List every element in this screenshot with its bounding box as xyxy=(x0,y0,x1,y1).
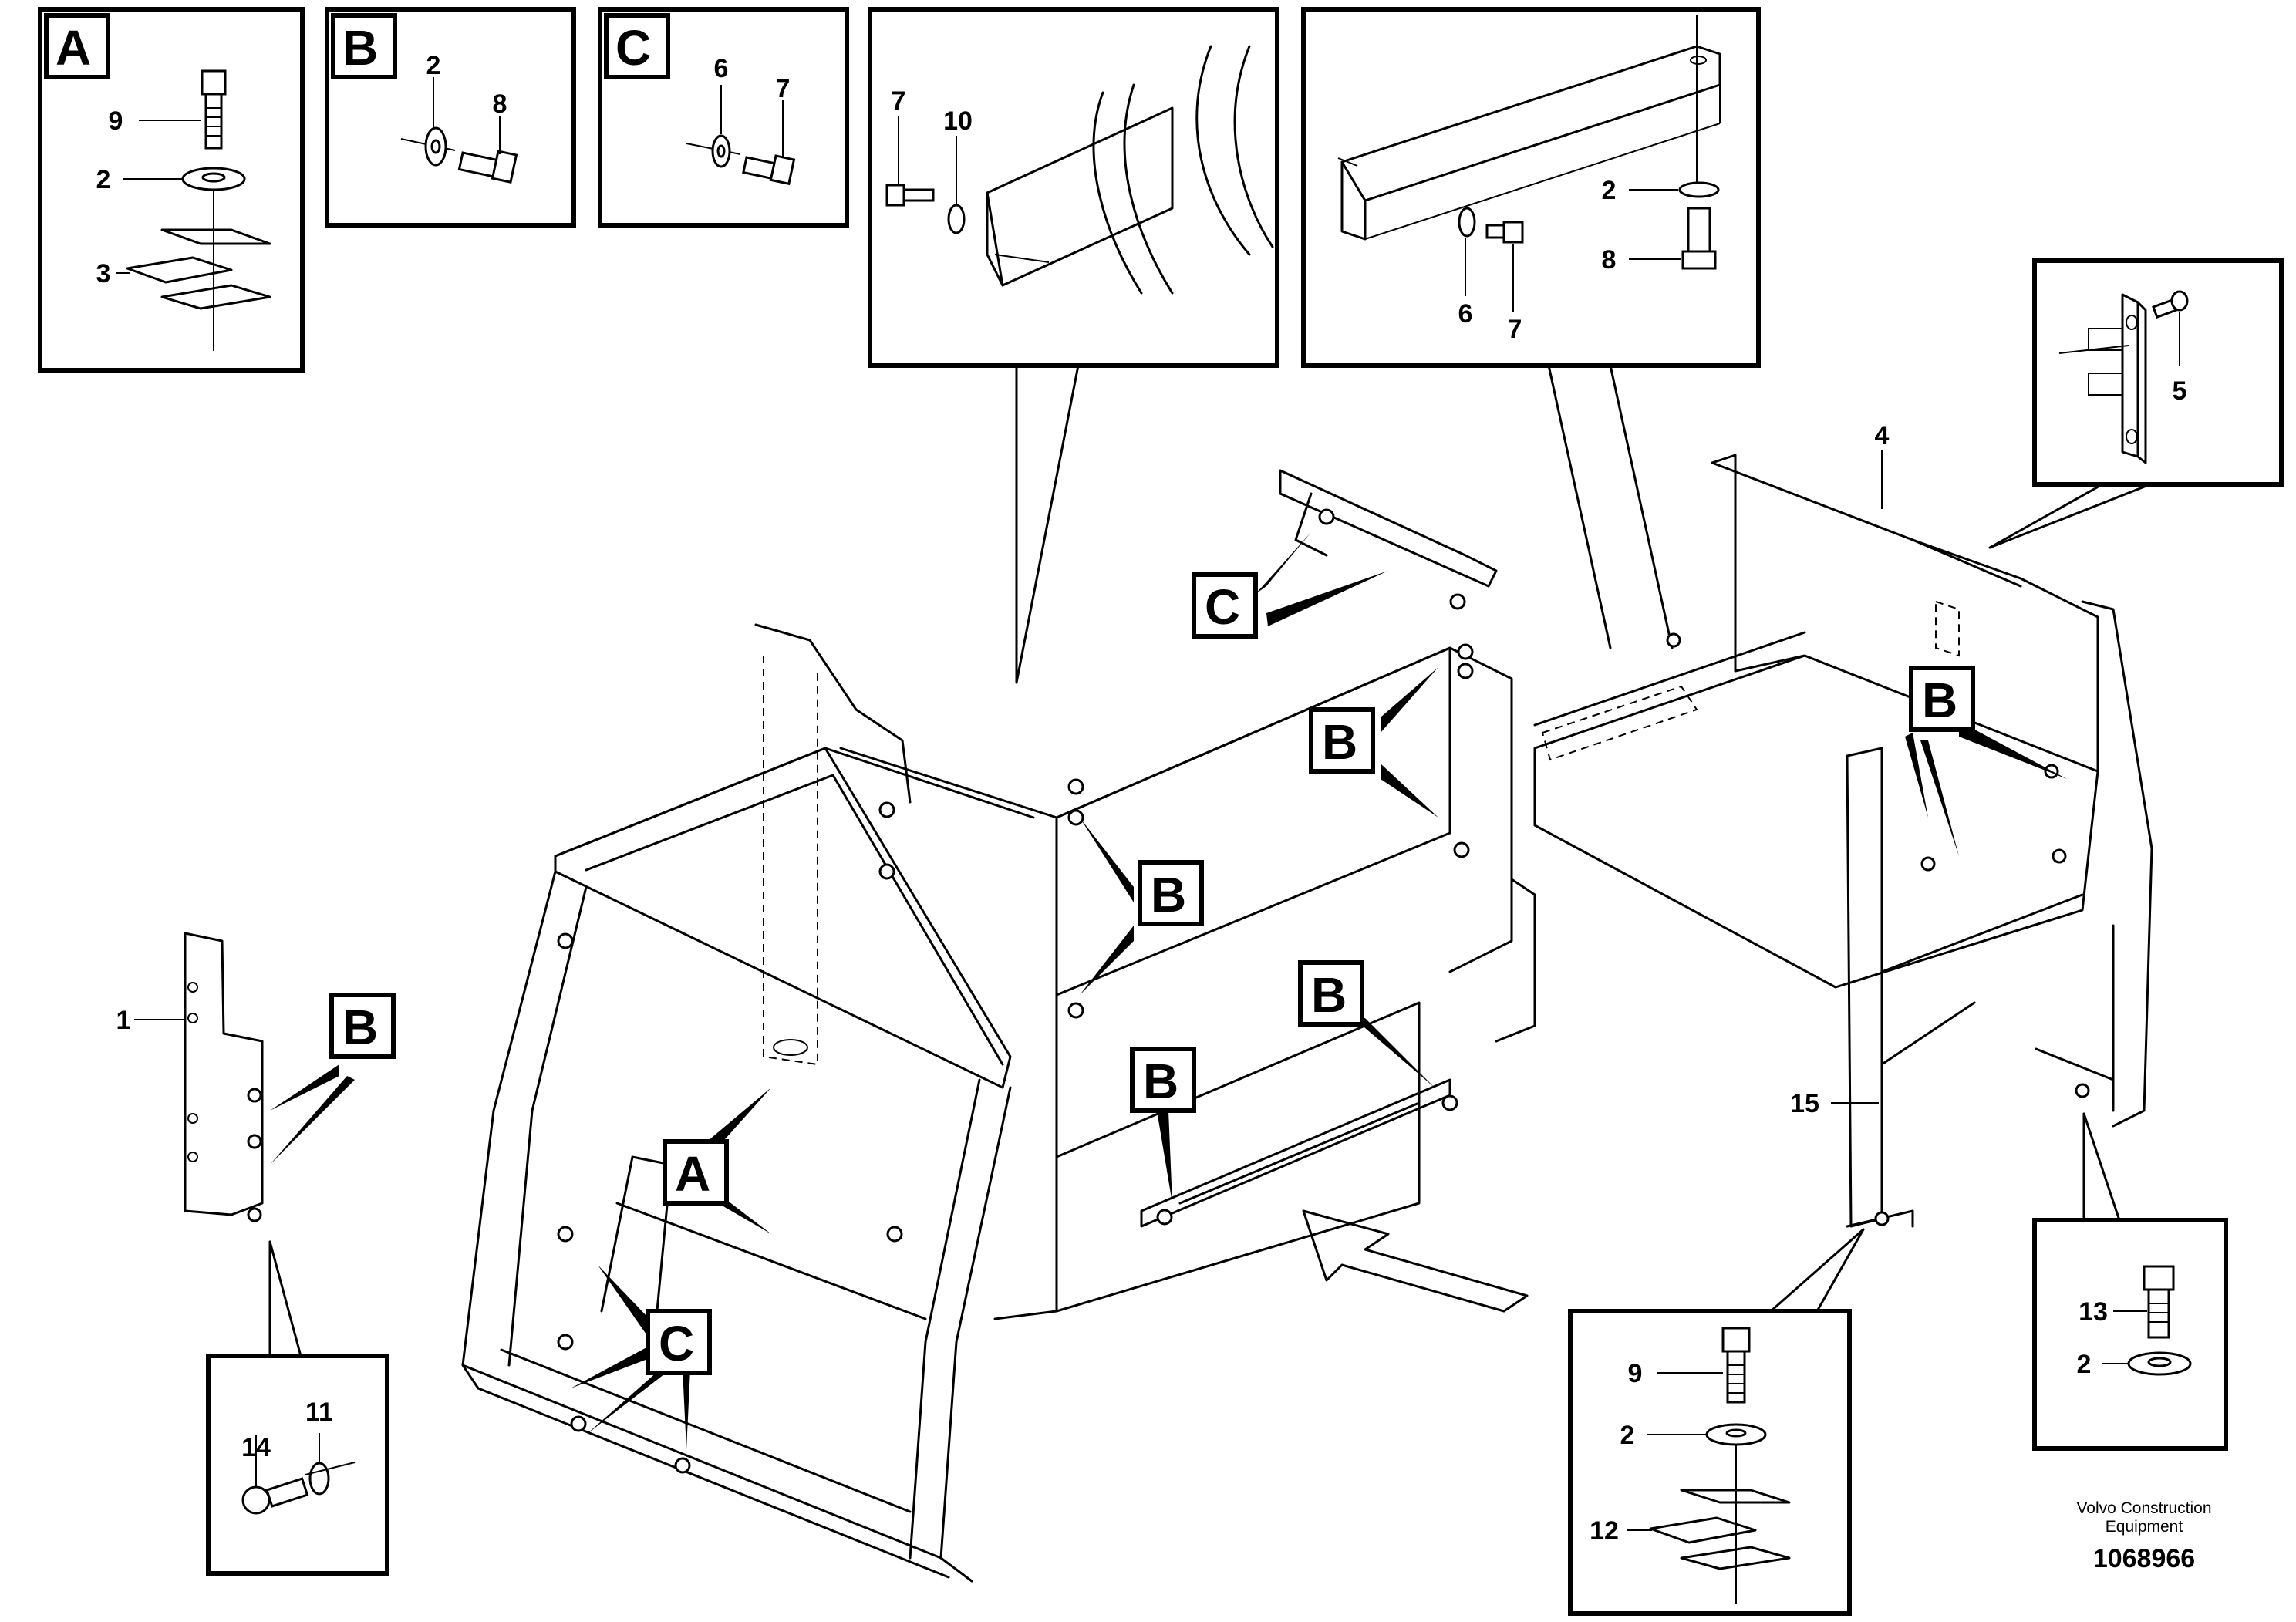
shelf-bolts xyxy=(1666,632,2090,1226)
callout-b-lower-right: B xyxy=(1298,960,1435,1088)
detail-box-bottom-center: 9 2 12 xyxy=(1568,1228,1865,1616)
detail-box-b: B 2 8 xyxy=(325,7,576,228)
label-part-15: 15 xyxy=(1790,1089,1819,1118)
mount-bracket xyxy=(1340,45,1721,202)
detail-c-tag: C xyxy=(615,20,651,76)
right-shelf-assembly xyxy=(1533,454,2153,1228)
svg-text:B: B xyxy=(1151,867,1186,922)
label-part-1: 1 xyxy=(116,1006,131,1035)
shim-icon xyxy=(1680,1489,1791,1504)
callout-b-lower-left: B xyxy=(1130,1047,1196,1203)
detail-box-a: A 9 2 3 xyxy=(38,7,305,373)
label-tr-8: 8 xyxy=(1602,245,1617,275)
label-tr-2: 2 xyxy=(1602,176,1617,205)
detail-box-top-right: 2 8 6 7 xyxy=(1301,7,1761,649)
detail-box-right: 5 xyxy=(1988,258,2284,549)
svg-text:B: B xyxy=(1311,967,1347,1023)
leg-15 xyxy=(1846,747,1883,1228)
label-c-7: 7 xyxy=(776,74,791,103)
footer: Volvo Construction Equipment 1068966 xyxy=(2076,1499,2211,1573)
svg-text:B: B xyxy=(1143,1054,1178,1109)
detail-box-bottom-right: 13 2 xyxy=(2032,1112,2228,1451)
direction-arrow xyxy=(1302,1209,1529,1313)
label-part-4: 4 xyxy=(1875,421,1890,450)
callout-b-mid: B xyxy=(1080,818,1204,995)
svg-text:C: C xyxy=(1205,579,1240,635)
label-lb-11: 11 xyxy=(305,1398,333,1427)
label-br-2: 2 xyxy=(2077,1350,2092,1379)
svg-text:C: C xyxy=(659,1316,694,1371)
washer-icon xyxy=(1678,181,1720,198)
label-lb-14: 14 xyxy=(241,1433,271,1462)
callout-b-left: B xyxy=(270,993,396,1165)
bolt-head-icon xyxy=(1721,1327,1751,1353)
detail-b-tag: B xyxy=(342,20,378,76)
label-b-8: 8 xyxy=(493,89,507,119)
label-bc-12: 12 xyxy=(1590,1516,1619,1546)
drawing-number: 1068966 xyxy=(2093,1544,2195,1573)
detail-box-left-bottom: 11 14 xyxy=(206,1240,389,1576)
detail-a-tag: A xyxy=(56,20,91,76)
bolt-shank-icon xyxy=(1726,1350,1746,1404)
main-frame-assembly xyxy=(461,469,1536,1583)
bolt-head-icon xyxy=(2143,1265,2175,1291)
bolt-shank-icon xyxy=(204,93,223,150)
label-br-13: 13 xyxy=(2079,1297,2108,1327)
svg-text:A: A xyxy=(675,1146,710,1202)
washer-icon xyxy=(308,1462,330,1496)
bolt-icon xyxy=(1502,221,1524,244)
label-bc-2: 2 xyxy=(1620,1421,1635,1450)
bolt-icon xyxy=(241,1485,271,1515)
callout-b-upper: B xyxy=(1309,667,1438,818)
label-tr-7: 7 xyxy=(1508,315,1522,344)
bolt-icon xyxy=(1687,207,1711,253)
callout-a-main: A xyxy=(663,1088,771,1234)
washer-icon xyxy=(947,204,966,234)
label-a-2: 2 xyxy=(96,165,111,194)
label-c-6: 6 xyxy=(714,54,729,83)
svg-text:B: B xyxy=(1322,714,1357,770)
label-bc-9: 9 xyxy=(1628,1359,1643,1388)
clip-left xyxy=(1092,91,1143,295)
callout-b-right: B xyxy=(1905,666,2067,856)
label-tm-10: 10 xyxy=(943,106,973,136)
bolt-icon xyxy=(2170,290,2189,312)
label-a-9: 9 xyxy=(109,106,123,136)
part-1-bracket: 1 xyxy=(116,932,264,1222)
shim-icon xyxy=(160,228,271,245)
label-a-3: 3 xyxy=(96,259,111,288)
frame-bolts xyxy=(557,508,1474,1474)
svg-text:B: B xyxy=(342,1000,378,1055)
company-line-1: Volvo Construction xyxy=(2076,1499,2211,1517)
svg-text:B: B xyxy=(1922,673,1957,728)
callout-c-bottom: C xyxy=(571,1265,712,1450)
company-line-2: Equipment xyxy=(2106,1518,2183,1536)
clip-right xyxy=(1195,45,1251,256)
label-tr-6: 6 xyxy=(1458,299,1473,329)
label-b-2: 2 xyxy=(426,51,441,80)
washer-icon xyxy=(1458,207,1476,238)
label-tm-7: 7 xyxy=(892,86,906,116)
callout-c-top: C xyxy=(1192,532,1388,639)
label-r-5: 5 xyxy=(2173,376,2187,406)
bolt-icon xyxy=(885,184,905,207)
bolt-head-icon xyxy=(201,69,227,96)
detail-box-top-middle: 7 10 xyxy=(868,7,1279,684)
detail-box-c: C 6 7 xyxy=(598,7,849,228)
